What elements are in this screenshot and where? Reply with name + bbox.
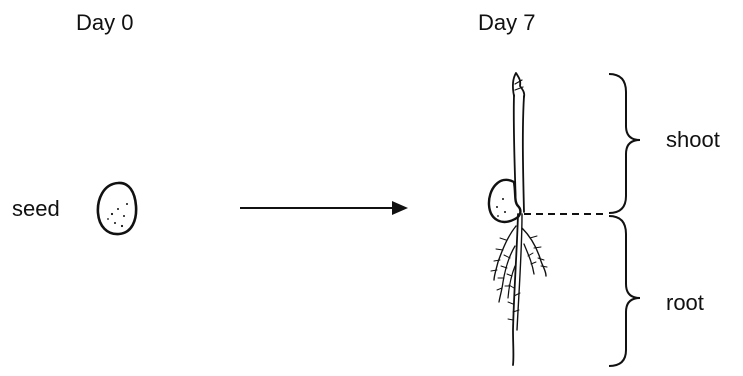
- root-label: root: [666, 290, 704, 316]
- root-brace: [609, 216, 640, 366]
- shoot-brace: [609, 74, 640, 213]
- shoot-label: shoot: [666, 127, 720, 153]
- seedling-day7: [489, 73, 547, 365]
- day-0-label: Day 0: [76, 10, 133, 36]
- growth-arrow: [240, 201, 408, 215]
- seed-label: seed: [12, 196, 60, 222]
- day-7-label: Day 7: [478, 10, 535, 36]
- seed-day0: [98, 183, 136, 234]
